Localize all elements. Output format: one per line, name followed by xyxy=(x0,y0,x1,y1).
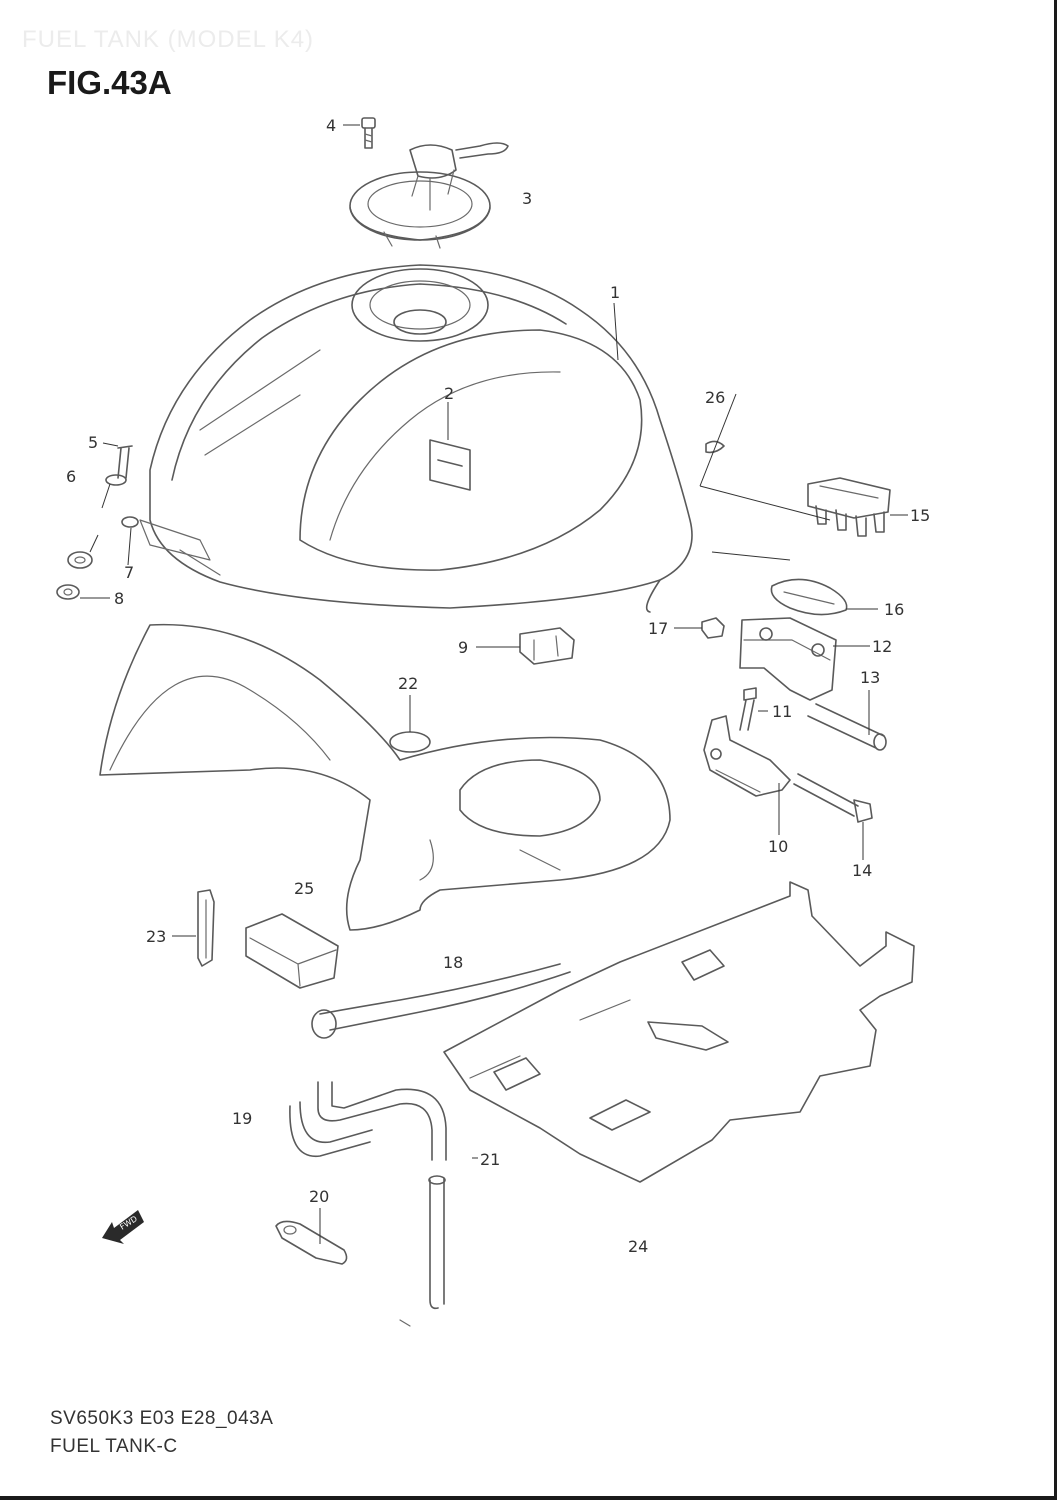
fwd-arrow-icon: FWD xyxy=(102,1210,144,1244)
part-24-heat-shield xyxy=(443,881,915,1183)
callout-12: 12 xyxy=(872,637,892,656)
frame-border-bottom xyxy=(0,1496,1057,1500)
part-7-cushion xyxy=(67,516,139,569)
callout-4: 4 xyxy=(326,116,336,135)
part-12-hinge-bracket xyxy=(739,617,837,701)
callout-15: 15 xyxy=(910,506,930,525)
drawing-name: FUEL TANK-C xyxy=(50,1436,178,1457)
part-20-clamp xyxy=(275,1220,348,1265)
part-11-bolt xyxy=(739,687,757,731)
callout-13: 13 xyxy=(860,668,880,687)
callout-11: 11 xyxy=(772,702,792,721)
part-23-clip xyxy=(197,889,215,967)
part-15-bracket xyxy=(807,477,891,537)
callout-26: 26 xyxy=(705,388,725,407)
faded-section-title: FUEL TANK (MODEL K4) xyxy=(22,26,315,53)
callout-18: 18 xyxy=(443,953,463,972)
callout-17: 17 xyxy=(648,619,668,638)
callout-19: 19 xyxy=(232,1109,252,1128)
part-18-breather-tube xyxy=(311,963,571,1039)
part-16-damper xyxy=(770,578,848,616)
part-19-fuel-hose xyxy=(289,1081,447,1161)
part-22-lower-tank-shell xyxy=(99,623,671,931)
part-21-drain-hose xyxy=(399,1175,446,1327)
frame-border-right xyxy=(1054,0,1057,1500)
part-5-bolt xyxy=(117,445,133,479)
part-10-lower-bracket xyxy=(703,715,791,797)
callout-8: 8 xyxy=(114,589,124,608)
callout-24: 24 xyxy=(628,1237,648,1256)
part-3-fuel-cap xyxy=(349,142,509,249)
part-26-clip xyxy=(705,440,725,454)
callout-1: 1 xyxy=(610,283,620,302)
part-13-hinge-pin xyxy=(807,703,887,751)
callout-25: 25 xyxy=(294,879,314,898)
callout-23: 23 xyxy=(146,927,166,946)
callout-20: 20 xyxy=(309,1187,329,1206)
callout-22: 22 xyxy=(398,674,418,693)
callout-6: 6 xyxy=(66,467,76,486)
part-9-cushion xyxy=(519,627,575,665)
part-1-fuel-tank xyxy=(139,264,693,613)
callout-10: 10 xyxy=(768,837,788,856)
part-17-nut xyxy=(701,617,725,639)
callout-labels: 4 3 1 2 26 5 6 7 8 15 16 17 9 12 13 22 1… xyxy=(66,116,930,1256)
callout-9: 9 xyxy=(458,638,468,657)
part-8-collar xyxy=(56,584,80,600)
leader-lines xyxy=(80,124,908,1244)
part-4-bolt xyxy=(361,117,376,149)
callout-14: 14 xyxy=(852,861,872,880)
figure-title: FIG.43A xyxy=(47,64,172,101)
part-14-long-bolt xyxy=(793,773,873,823)
callout-7: 7 xyxy=(124,563,134,582)
part-25-cushion-pad xyxy=(245,913,339,989)
part-6-washer xyxy=(105,474,127,486)
callout-2: 2 xyxy=(444,384,454,403)
callout-3: 3 xyxy=(522,189,532,208)
callout-21: 21 xyxy=(480,1150,500,1169)
callout-16: 16 xyxy=(884,600,904,619)
callout-5: 5 xyxy=(88,433,98,452)
drawing-code: SV650K3 E03 E28_043A xyxy=(50,1408,274,1429)
